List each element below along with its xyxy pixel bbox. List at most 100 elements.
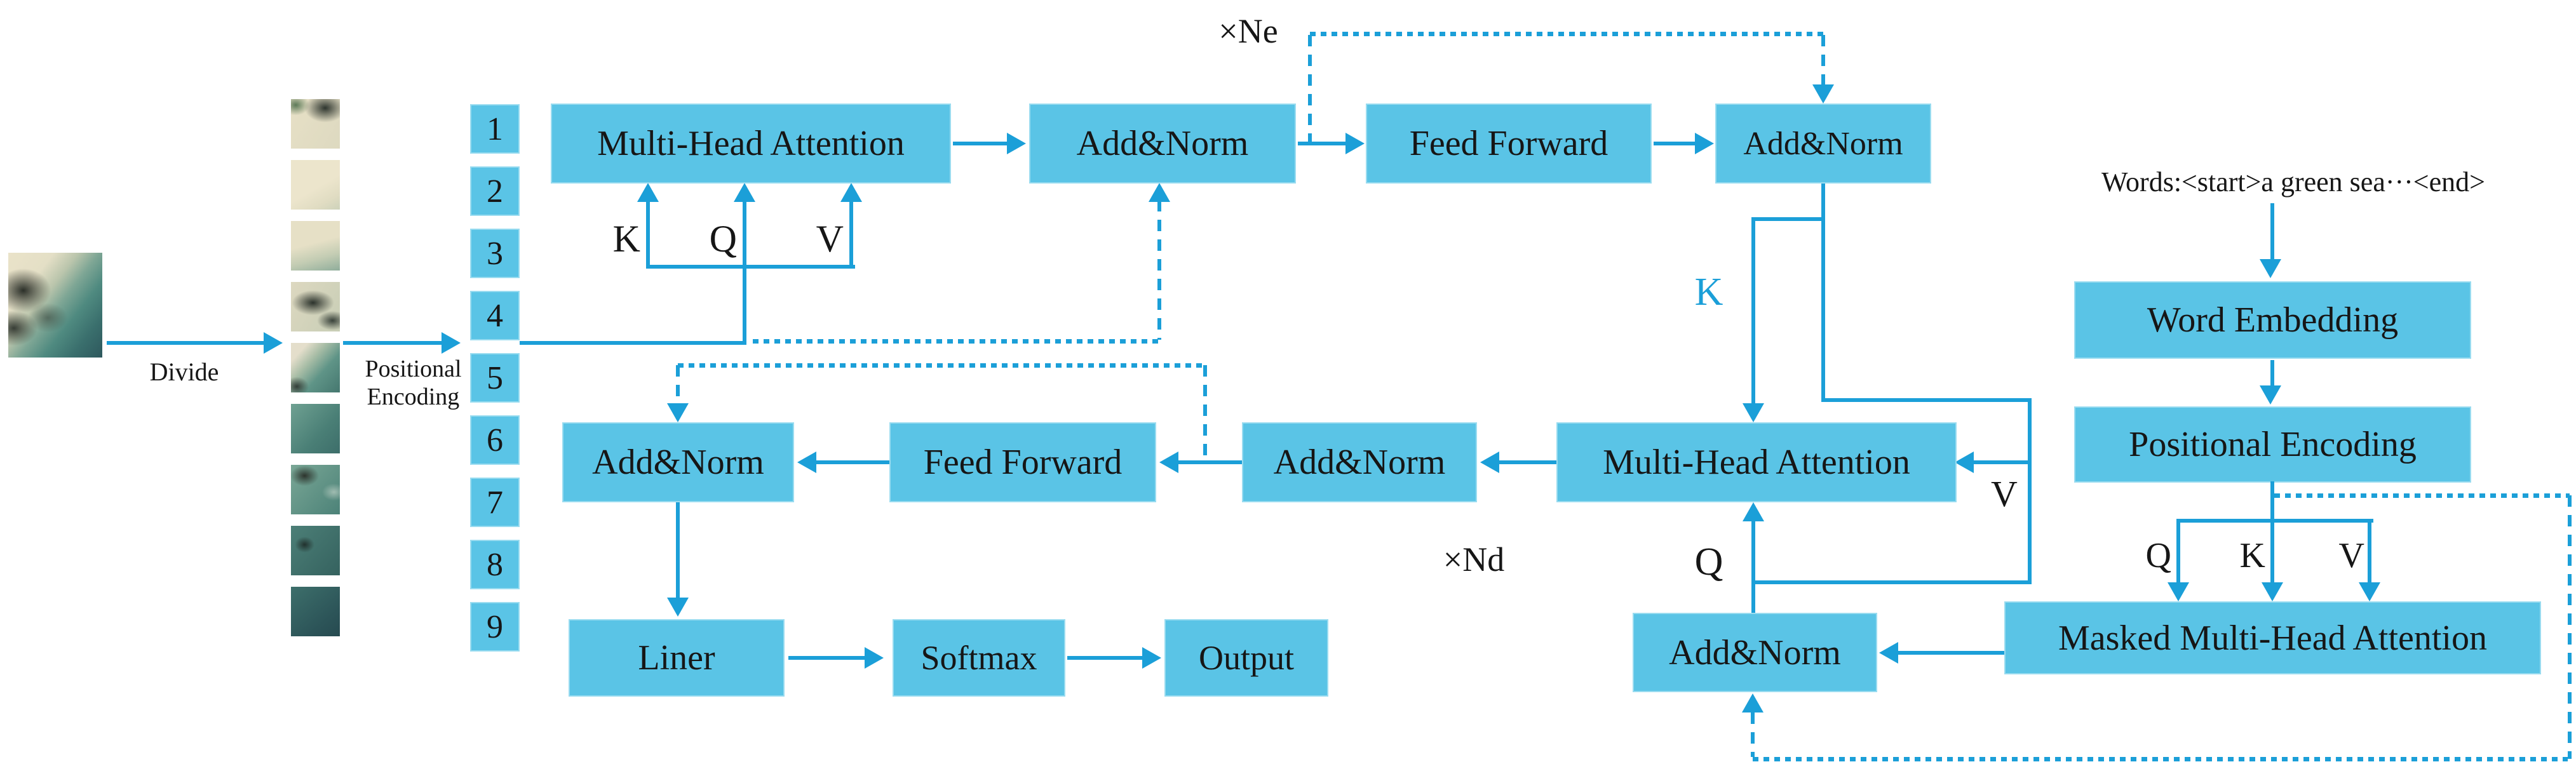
decoder-addnorm-mid-box: Add&Norm [1242, 422, 1477, 502]
decoder-addnorm-left-box: Add&Norm [562, 422, 794, 502]
image-patch-5 [291, 343, 340, 392]
image-patch-4 [291, 282, 340, 331]
encoder-v-label: V [816, 218, 844, 260]
patch-index-9: 9 [487, 608, 503, 645]
patch-index-box-8: 8 [470, 540, 520, 589]
word-embedding-label: Word Embedding [2147, 300, 2399, 340]
encoder-arrow2-line [1298, 142, 1345, 145]
masked-v-label: V [2338, 536, 2364, 575]
encoder-arrow1-line [953, 142, 1007, 145]
liner-to-softmax-line [788, 656, 865, 660]
patch-features-line [520, 341, 746, 345]
encoder-feed-forward-box: Feed Forward [1366, 104, 1652, 184]
encoder-residual2-dotted-line [1310, 32, 1825, 36]
image-patch-9 [291, 587, 340, 636]
encoder-residual2-arrow-head-icon [1812, 84, 1834, 104]
decoder-arrow2-line [1178, 460, 1242, 464]
patch-index-2: 2 [487, 173, 503, 210]
words-to-embedding-arrow-head-icon [2260, 259, 2281, 278]
decoder-mha-label: Multi-Head Attention [1603, 443, 1910, 482]
embedding-to-posenc-line [2270, 360, 2274, 387]
encoder-residual1-dotted-line [753, 339, 1159, 344]
decoder-residual-arrow-head-icon [667, 403, 689, 422]
bottom-residual-dashed-right [2568, 495, 2572, 759]
encoder-v-arrow-head-icon [840, 183, 862, 202]
encoder-output-line-down [1821, 184, 1825, 402]
patch-index-box-4: 4 [470, 291, 520, 340]
liner-to-softmax-arrow-head-icon [865, 647, 884, 669]
positional-encoding-right-label: Positional Encoding [2129, 425, 2417, 464]
decoder-residual-dotted-line [678, 363, 1205, 368]
decoder-k-label: K [1694, 271, 1723, 314]
divide-label: Divide [149, 358, 219, 386]
encoder-q-label: Q [709, 218, 737, 260]
encoder-multi-head-attention-box: Multi-Head Attention [551, 104, 951, 184]
decoder-arrow3-head-icon [797, 452, 816, 473]
patch-index-5: 5 [487, 359, 503, 396]
softmax-label: Softmax [920, 639, 1037, 677]
encoder-ff-label: Feed Forward [1409, 124, 1608, 163]
encoder-addnorm2-box: Add&Norm [1715, 104, 1931, 184]
decoder-q-label: Q [1694, 540, 1723, 584]
patch-index-7: 7 [487, 484, 503, 521]
encoder-addnorm2-label: Add&Norm [1743, 125, 1903, 162]
masked-q-label: Q [2145, 536, 2171, 575]
image-patch-7 [291, 465, 340, 514]
patch-index-box-6: 6 [470, 415, 520, 465]
masked-q-line [2176, 519, 2180, 584]
decoder-q-arrow-head-icon [1743, 502, 1764, 521]
encoder-residual2-dashed-up [1308, 35, 1312, 144]
positional-encoding-box: Positional Encoding [2074, 406, 2471, 483]
patch-index-1: 1 [487, 110, 503, 147]
bottom-residual-dotted-bottom [1753, 757, 2568, 761]
decoder-k-arrow-head-icon [1743, 403, 1764, 422]
decoder-arrow3-line [816, 460, 889, 464]
encoder-v-line [849, 202, 853, 269]
liner-box: Liner [569, 619, 785, 697]
encoder-arrow2-head-icon [1345, 133, 1365, 154]
output-box: Output [1164, 619, 1328, 697]
decoder-multi-head-attention-box: Multi-Head Attention [1556, 422, 1957, 502]
patch-index-box-5: 5 [470, 353, 520, 403]
decoder-v-label: V [1991, 473, 2018, 514]
input-image [8, 253, 102, 358]
encoder-arrow3-line [1654, 142, 1695, 145]
decoder-residual-dashed-up [1203, 365, 1207, 460]
output-label: Output [1198, 639, 1294, 677]
encoder-residual1-dashed-line [1157, 200, 1161, 340]
decoder-feed-forward-box: Feed Forward [889, 422, 1156, 502]
patch-index-box-9: 9 [470, 602, 520, 652]
divide-arrow-head-icon [264, 332, 283, 354]
decoder-k-line [1751, 217, 1755, 405]
decoder-addnorm-left-label: Add&Norm [592, 443, 764, 482]
decoder-ff-label: Feed Forward [923, 443, 1123, 482]
encoder-mha-label: Multi-Head Attention [597, 124, 905, 163]
masked-q-arrow-head-icon [2168, 582, 2189, 601]
decoder-addnorm-mid-label: Add&Norm [1273, 443, 1446, 482]
patch-index-box-1: 1 [470, 104, 520, 154]
encoder-k-label: K [612, 218, 640, 260]
masked-mha-label: Masked Multi-Head Attention [2058, 618, 2487, 658]
patch-index-3: 3 [487, 235, 503, 272]
image-patch-6 [291, 404, 340, 453]
encoder-q-line [743, 202, 746, 269]
masked-k-label: K [2239, 536, 2265, 575]
bottom-residual-dashed-up [1751, 712, 1755, 757]
masked-v-line [2368, 519, 2371, 584]
encoder-residual2-dashed-down [1821, 35, 1825, 86]
patch-index-box-2: 2 [470, 166, 520, 216]
encoder-arrow1-head-icon [1007, 133, 1026, 154]
patch-index-6: 6 [487, 422, 503, 458]
patch-index-box-7: 7 [470, 478, 520, 527]
softmax-to-output-arrow-head-icon [1142, 647, 1161, 669]
image-patch-2 [291, 160, 340, 210]
words-input-label: Words:<start>a green sea···<end> [2101, 166, 2485, 197]
decoder-addnorm-bottom-box: Add&Norm [1633, 613, 1877, 692]
decoder-arrow1-head-icon [1480, 452, 1499, 473]
decoder-multiplier-label: ×Nd [1443, 540, 1505, 579]
image-patch-3 [291, 221, 340, 271]
decoder-addnorm-bottom-label: Add&Norm [1669, 632, 1841, 672]
encoder-residual1-arrow-head-icon [1149, 183, 1170, 202]
encoder-qkv-bus [648, 265, 855, 269]
